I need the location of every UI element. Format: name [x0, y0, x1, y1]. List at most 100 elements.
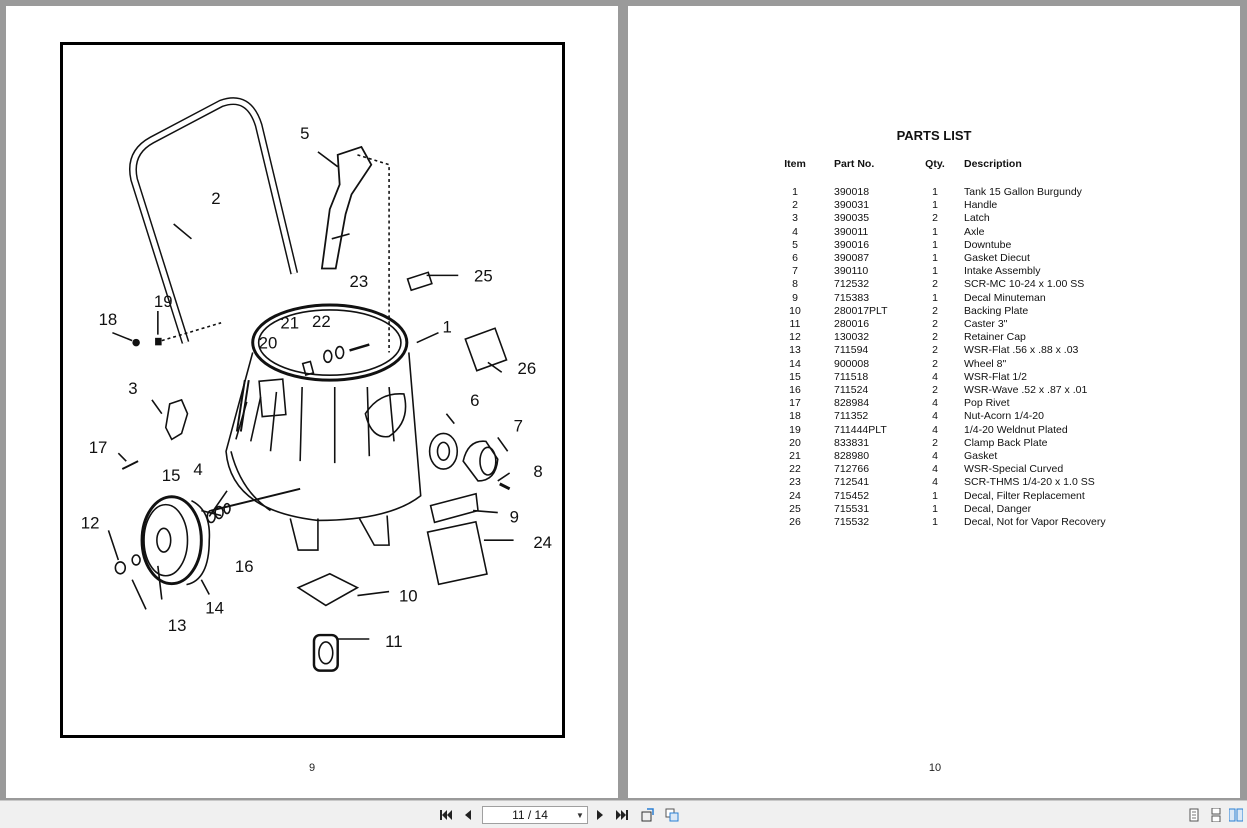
cell-description: Axle	[964, 225, 985, 238]
cell-description: WSR-Special Curved	[964, 463, 1064, 476]
cell-qty: 1	[932, 516, 938, 529]
cell-description: WSR-Wave .52 x .87 x .01	[964, 384, 1088, 397]
cell-description: Tank 15 Gallon Burgundy	[964, 186, 1082, 198]
last-page-icon[interactable]	[614, 807, 630, 823]
parts-table-header: Item Part No. Qty. Description	[756, 158, 1134, 180]
cell-qty: 2	[932, 384, 938, 397]
cell-qty: 2	[932, 357, 938, 370]
cell-part-no: 390087	[834, 252, 870, 265]
cell-part-no: 712766	[834, 463, 870, 476]
cell-item: 23	[789, 476, 801, 489]
cell-description: SCR-THMS 1/4-20 x 1.0 SS	[964, 476, 1095, 489]
callout-label: 11	[385, 632, 402, 651]
next-page-icon[interactable]	[592, 807, 608, 823]
cell-qty: 4	[932, 397, 938, 410]
callout-label: 7	[514, 417, 523, 436]
cell-item: 17	[789, 397, 801, 410]
cell-item: 12	[789, 331, 801, 344]
callout-label: 3	[128, 379, 137, 398]
cell-part-no: 712532	[834, 278, 870, 291]
cell-part-no: 715531	[834, 502, 870, 515]
cell-item: 6	[792, 252, 798, 265]
cell-item: 3	[792, 212, 798, 225]
prev-page-icon[interactable]	[460, 807, 476, 823]
cell-description: Backing Plate	[964, 304, 1029, 317]
cell-qty: 2	[932, 212, 938, 225]
callout-label: 26	[518, 359, 537, 378]
rotate-icon[interactable]	[640, 807, 656, 823]
cell-description: Gasket	[964, 450, 998, 463]
cell-qty: 4	[932, 423, 938, 436]
parts-list-title: PARTS LIST	[896, 128, 972, 143]
continuous-view-icon[interactable]	[1208, 807, 1224, 823]
cell-item: 10	[789, 304, 801, 317]
cell-part-no: 390035	[834, 212, 870, 225]
cell-part-no: 711444PLT	[834, 423, 887, 436]
diagram-linework	[107, 97, 514, 672]
first-page-icon[interactable]	[438, 807, 454, 823]
cell-qty: 2	[932, 344, 938, 357]
cell-item: 5	[792, 238, 798, 251]
cell-item: 1	[792, 186, 798, 198]
cell-part-no: 390018	[834, 186, 870, 198]
cell-part-no: 712541	[834, 476, 870, 489]
cell-item: 22	[789, 463, 801, 476]
cell-description: Decal, Danger	[964, 502, 1032, 515]
cell-item: 21	[789, 450, 801, 463]
cell-qty: 1	[932, 252, 938, 265]
copy-icon[interactable]	[664, 807, 680, 823]
cell-qty: 1	[932, 199, 938, 212]
chevron-down-icon[interactable]: ▼	[576, 810, 584, 820]
cell-part-no: 900008	[834, 357, 870, 370]
cell-description: Retainer Cap	[964, 331, 1026, 344]
callout-label: 2	[211, 189, 220, 208]
cell-qty: 2	[932, 331, 938, 344]
col-header-qty: Qty.	[925, 158, 945, 170]
callout-label: 1	[442, 318, 451, 337]
cell-item: 2	[792, 199, 798, 212]
facing-pages-view-icon[interactable]	[1228, 807, 1244, 823]
cell-description: Downtube	[964, 238, 1012, 251]
callout-label: 20	[259, 333, 278, 352]
cell-part-no: 711518	[834, 370, 869, 383]
cell-description: Wheel 8"	[964, 357, 1007, 370]
cell-part-no: 280016	[834, 318, 870, 331]
page-number-select[interactable]: 11 / 14 ▼	[482, 806, 588, 824]
cell-part-no: 390016	[834, 238, 870, 251]
cell-description: Gasket Diecut	[964, 252, 1030, 265]
cell-description: WSR-Flat 1/2	[964, 370, 1028, 383]
page-indicator: 11 / 14	[512, 808, 548, 822]
cell-part-no: 828984	[834, 397, 870, 410]
cell-description: Caster 3"	[964, 318, 1008, 331]
cell-item: 11	[789, 318, 801, 331]
single-page-view-icon[interactable]	[1186, 807, 1202, 823]
callout-label: 14	[205, 598, 224, 617]
callout-label: 25	[474, 266, 493, 285]
callout-label: 18	[99, 310, 118, 329]
callout-label: 8	[533, 462, 542, 481]
cell-part-no: 280017PLT	[834, 304, 888, 317]
col-header-description: Description	[964, 158, 1022, 170]
page-number-left: 9	[308, 762, 316, 774]
cell-item: 26	[789, 516, 801, 529]
cell-qty: 2	[932, 278, 938, 291]
col-header-part-no: Part No.	[834, 158, 875, 170]
cell-qty: 4	[932, 370, 938, 383]
cell-part-no: 715452	[834, 489, 870, 502]
pdf-viewer-toolbar: 11 / 14 ▼	[0, 800, 1247, 828]
